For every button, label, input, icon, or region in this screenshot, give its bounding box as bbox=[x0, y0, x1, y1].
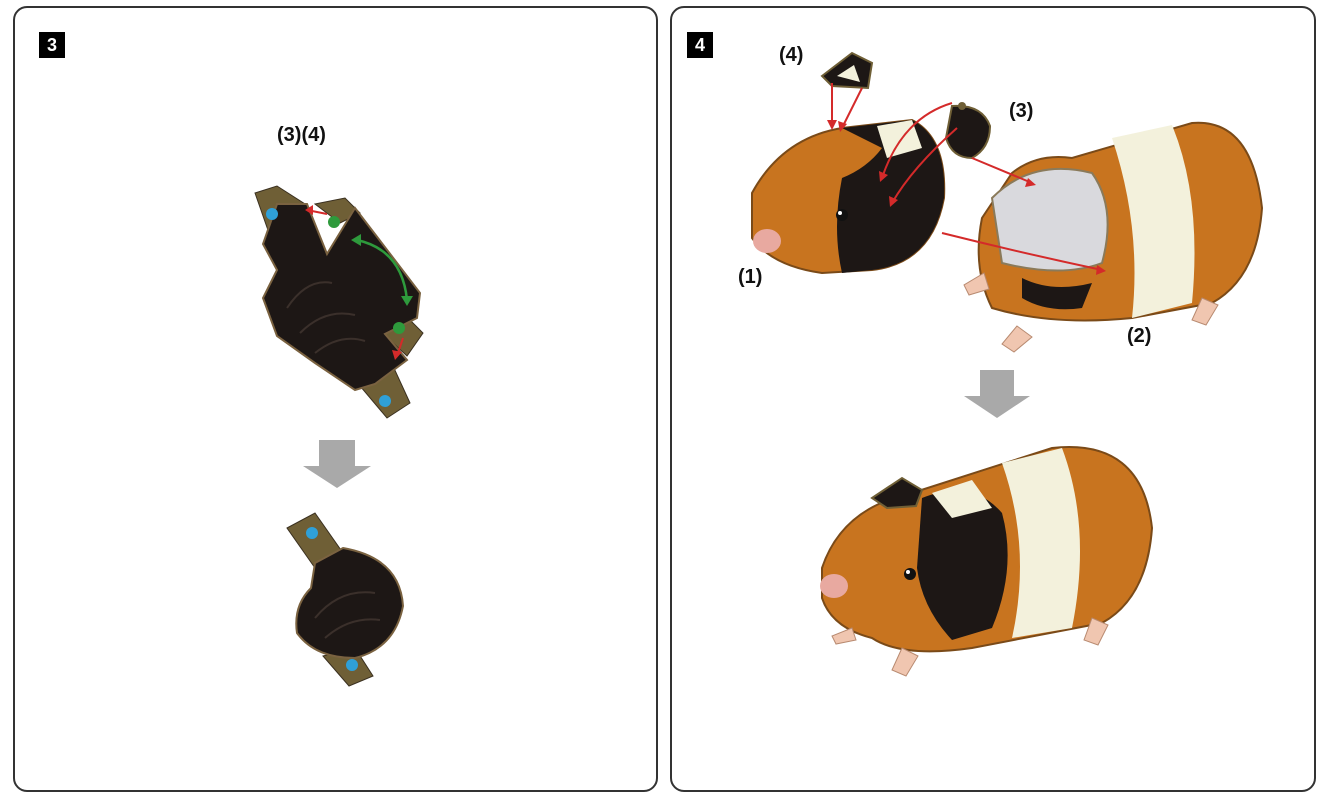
step-4-illustration bbox=[751, 51, 1264, 677]
step-3-illustration bbox=[254, 185, 424, 687]
black-fur-piece bbox=[295, 546, 405, 660]
green-arrowhead bbox=[401, 296, 413, 306]
green-dot bbox=[393, 322, 405, 334]
step-number-badge: 3 bbox=[39, 32, 65, 58]
green-dot bbox=[328, 216, 340, 228]
assembled-guinea-pig bbox=[820, 446, 1154, 677]
ear bbox=[870, 476, 924, 510]
assembly-arrowheads bbox=[827, 120, 1106, 275]
green-arrowhead bbox=[351, 234, 361, 246]
step-number-badge: 4 bbox=[687, 32, 713, 58]
head-piece-1 bbox=[751, 118, 946, 275]
part-label-4: (4) bbox=[779, 44, 804, 66]
blue-dot bbox=[379, 395, 391, 407]
body-piece-2 bbox=[963, 121, 1264, 353]
blue-dot bbox=[346, 659, 358, 671]
ear-piece-3 bbox=[944, 102, 992, 160]
red-arrowhead bbox=[392, 350, 402, 360]
red-arrowhead bbox=[305, 205, 313, 215]
part-label-1: (1) bbox=[738, 266, 763, 288]
part-label-3-4: (3)(4) bbox=[277, 124, 326, 146]
head-piece-folded bbox=[286, 512, 405, 687]
part-label-3: (3) bbox=[1009, 100, 1034, 122]
green-fold-arrow bbox=[356, 238, 409, 301]
down-arrow bbox=[964, 370, 1030, 418]
head-piece-unfolded bbox=[254, 185, 424, 419]
down-arrow bbox=[303, 440, 371, 488]
part-label-2: (2) bbox=[1127, 325, 1152, 347]
blue-dot bbox=[306, 527, 318, 539]
step-3-panel: 3 (3)(4) bbox=[13, 6, 658, 792]
blue-dot bbox=[266, 208, 278, 220]
fur-texture bbox=[314, 591, 381, 639]
step-4-panel: 4 (4) (3) (1) (2) bbox=[670, 6, 1316, 792]
fur-texture bbox=[286, 281, 366, 354]
ear-piece-4 bbox=[820, 51, 874, 90]
black-fur-piece bbox=[261, 203, 422, 392]
